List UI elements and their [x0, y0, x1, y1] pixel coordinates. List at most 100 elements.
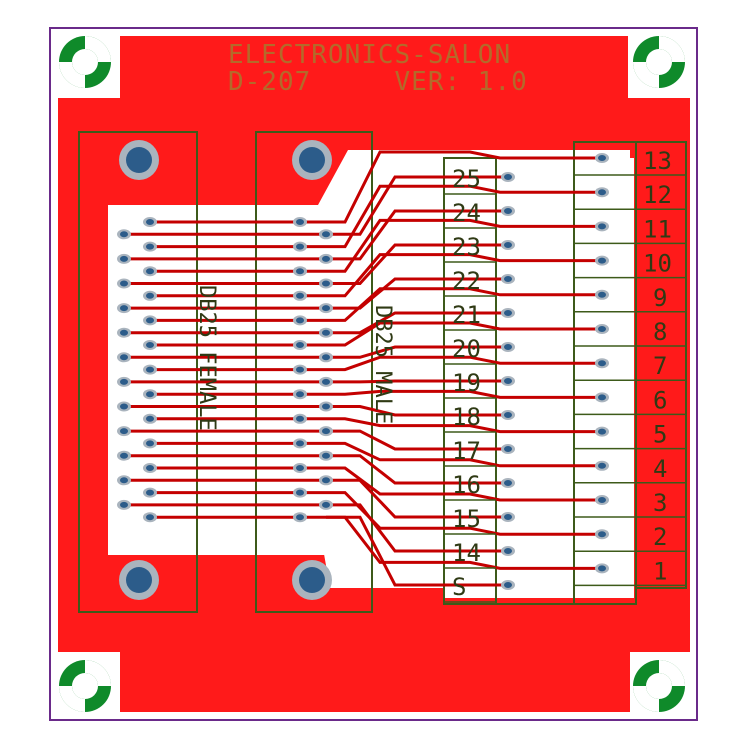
- inner-terminal-label: S: [452, 573, 466, 601]
- mount-hole-bottom-left: [59, 660, 111, 712]
- male-pin-pad: [319, 253, 333, 264]
- female-pin-pad: [117, 229, 131, 240]
- outer-terminal-pad: [595, 187, 609, 198]
- outer-terminal-label: 10: [643, 250, 672, 278]
- trace: [300, 417, 602, 434]
- outer-terminal-pad: [595, 392, 609, 403]
- inner-terminal-label: 22: [452, 267, 481, 295]
- trace: [326, 175, 508, 236]
- outer-terminal-label: 9: [653, 284, 667, 312]
- inner-terminal-label: 21: [452, 301, 481, 329]
- male-pin-pad: [319, 499, 333, 510]
- inner-terminal-label: 20: [452, 335, 481, 363]
- male-pin-pad: [293, 438, 307, 449]
- trace: [326, 209, 508, 261]
- header-title: ELECTRONICS-SALON: [228, 40, 511, 70]
- trace: [326, 277, 508, 310]
- female-pin-pad: [117, 499, 131, 510]
- inner-terminal-label: 15: [452, 505, 481, 533]
- outer-terminal-pad: [595, 358, 609, 369]
- inner-terminal-pad: [501, 206, 515, 216]
- outer-terminal-label: 12: [643, 181, 672, 209]
- trace: [326, 345, 508, 359]
- trace: [300, 287, 602, 322]
- inner-terminal-label: 23: [452, 233, 481, 261]
- inner-terminal-pad: [501, 342, 515, 352]
- outer-terminal-pad: [595, 221, 609, 232]
- female-pin-pad: [117, 278, 131, 289]
- male-pin-pad: [319, 475, 333, 486]
- inner-terminal-label: 16: [452, 471, 481, 499]
- male-pin-pad: [319, 327, 333, 338]
- inner-terminal-pad: [501, 308, 515, 318]
- trace: [300, 253, 602, 298]
- female-pin-pad: [143, 266, 157, 277]
- male-pin-pad: [293, 512, 307, 523]
- male-pin-pad: [319, 352, 333, 363]
- male-pin-pad: [319, 450, 333, 461]
- outer-terminal-label: 2: [653, 523, 667, 551]
- trace: [300, 441, 602, 468]
- outer-terminal-pad: [595, 324, 609, 334]
- female-pin-pad: [143, 389, 157, 400]
- trace: [326, 478, 508, 519]
- trace: [300, 491, 602, 536]
- inner-terminal-pad: [501, 240, 515, 250]
- male-pin-pad: [319, 376, 333, 387]
- male-pin-pad: [293, 290, 307, 301]
- inner-terminal-label: 19: [452, 369, 481, 397]
- outer-terminal-pad: [595, 495, 609, 505]
- header-version: D-207 VER: 1.0: [228, 67, 528, 97]
- inner-terminal-label: 25: [452, 165, 481, 193]
- inner-terminal-label: 14: [452, 539, 481, 567]
- outer-terminal-label: 3: [653, 489, 667, 517]
- outer-terminal-label: 6: [653, 386, 667, 414]
- female-pin-pad: [143, 315, 157, 326]
- female-pin-pad: [143, 438, 157, 449]
- outer-terminal-label: 13: [643, 147, 672, 175]
- male-pin-pad: [319, 303, 333, 314]
- female-mount-hole-top: [119, 140, 159, 180]
- inner-terminal-pad: [501, 410, 515, 420]
- trace: [326, 454, 508, 485]
- male-pin-pad: [293, 340, 307, 350]
- female-pin-pad: [143, 290, 157, 301]
- trace: [300, 218, 602, 273]
- male-pin-pad: [293, 487, 307, 498]
- trace: [300, 321, 602, 347]
- female-pin-pad: [117, 352, 131, 363]
- male-pin-pad: [319, 278, 333, 289]
- female-pin-pad: [143, 512, 157, 523]
- trace: [326, 429, 508, 451]
- inner-terminal-pad: [501, 478, 515, 488]
- male-pin-pad: [293, 241, 307, 252]
- trace: [326, 405, 508, 417]
- female-pin-pad: [117, 327, 131, 338]
- outer-terminal-label: 4: [653, 455, 667, 483]
- outer-terminal-label: 7: [653, 352, 667, 380]
- male-pin-pad: [293, 266, 307, 277]
- male-pin-pad: [319, 401, 333, 412]
- trace: [300, 150, 602, 224]
- outer-terminal-pad: [595, 563, 609, 574]
- trace: [300, 466, 602, 502]
- trace: [326, 243, 508, 285]
- female-mount-hole-bottom: [119, 560, 159, 600]
- female-pin-pad: [117, 253, 131, 264]
- pads: [117, 153, 609, 590]
- db25-male-label: DB25 MALE: [370, 305, 395, 424]
- male-pin-pad: [319, 229, 333, 240]
- inner-terminal-pad: [501, 274, 515, 284]
- trace: [300, 355, 602, 372]
- female-pin-pad: [143, 241, 157, 252]
- male-pin-pad: [319, 426, 333, 437]
- outer-label-outline: [635, 141, 687, 589]
- db25-male-outline: [255, 131, 373, 613]
- female-pin-pad: [143, 413, 157, 424]
- trace: [300, 389, 602, 399]
- male-pin-pad: [293, 315, 307, 326]
- female-pin-pad: [143, 217, 157, 227]
